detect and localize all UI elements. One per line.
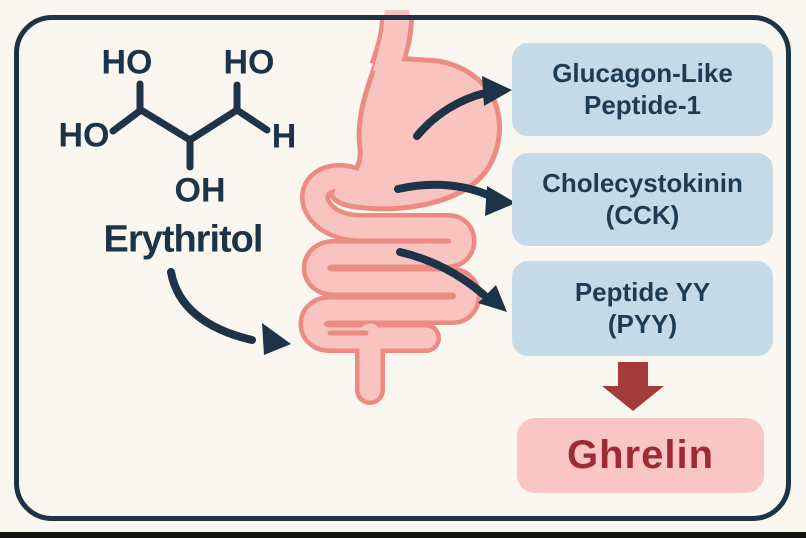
atom-label-ho-top-right: HO xyxy=(223,43,275,82)
hormone-box-glp1-line1: Glucagon-Like xyxy=(552,57,733,88)
hormone-box-cck: Cholecystokinin (CCK) xyxy=(512,153,773,246)
hormone-box-cck-line1: Cholecystokinin xyxy=(542,167,743,198)
arrow-to-glp1-icon xyxy=(413,76,512,140)
down-block-arrow-icon xyxy=(602,362,664,411)
molecule-bonds xyxy=(109,80,271,171)
molecule-name: Erythritol xyxy=(103,218,264,261)
atom-label-ho-left: HO xyxy=(58,116,110,155)
ghrelin-box: Ghrelin xyxy=(517,418,764,493)
arrow-to-pyy-icon xyxy=(396,248,507,312)
ghrelin-label: Ghrelin xyxy=(566,433,715,477)
atom-label-ho-top-left: HO xyxy=(101,43,153,82)
esophagus-fill xyxy=(372,9,410,78)
hormone-box-pyy-line1: Peptide YY xyxy=(574,276,711,307)
hormone-box-pyy: Peptide YY (PYY) xyxy=(512,261,773,356)
stimulation-arrows xyxy=(167,76,516,355)
arrow-to-cck-icon xyxy=(394,180,516,216)
hormone-box-glp1: Glucagon-Like Peptide-1 xyxy=(512,43,773,136)
hormone-box-cck-line2: (CCK) xyxy=(605,199,680,230)
stomach-and-intestine-icon xyxy=(298,9,502,405)
bottom-strip xyxy=(0,532,806,538)
arrow-erythritol-to-gut-icon xyxy=(167,268,291,355)
hormone-box-glp1-line2: Peptide-1 xyxy=(583,89,702,120)
atom-label-oh-bottom: OH xyxy=(174,171,226,210)
atom-label-h-right: H xyxy=(271,117,297,156)
intestine-fill xyxy=(303,167,477,349)
hormone-box-pyy-line2: (PYY) xyxy=(607,308,678,339)
